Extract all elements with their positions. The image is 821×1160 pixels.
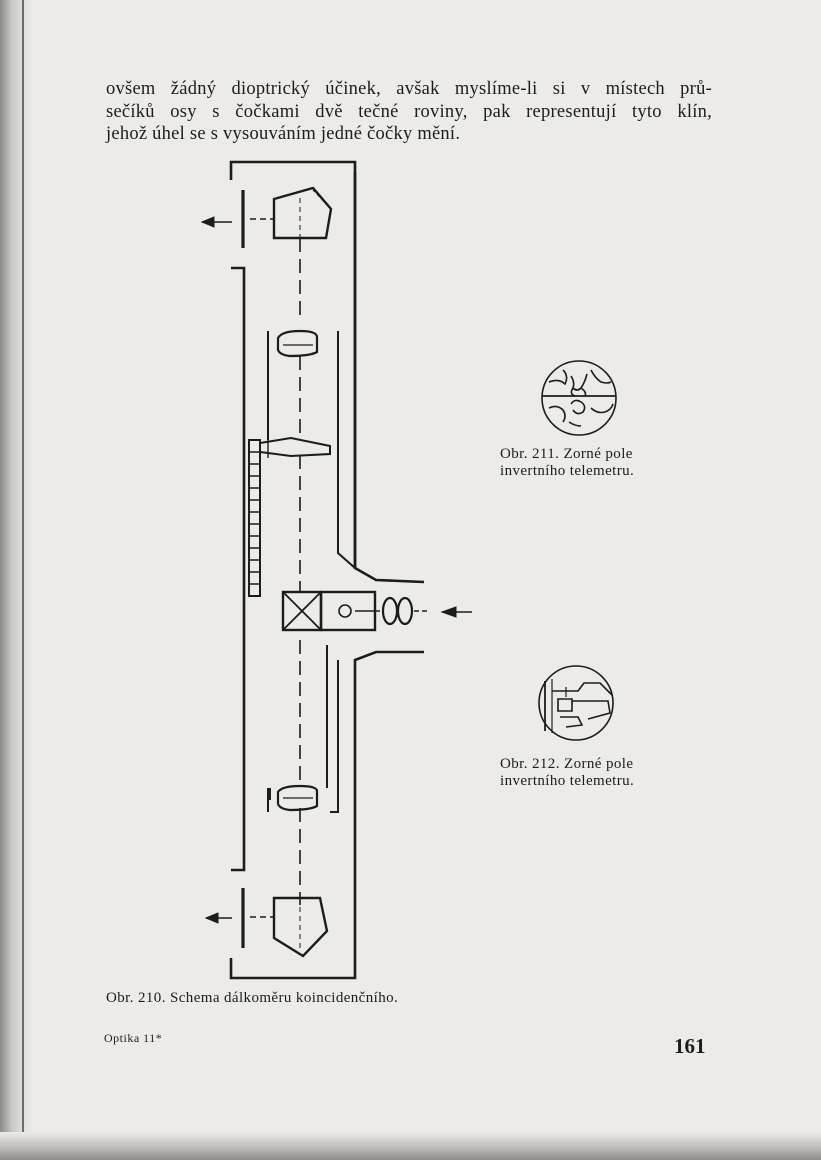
body-text-line-1: ovšem žádný dioptrický účinek, avšak mys… [106, 79, 712, 99]
figure-212-caption-line-2: invertního telemetru. [500, 773, 635, 789]
figure-211-caption: Obr. 211. Zorné pole invertního telemetr… [500, 446, 634, 480]
body-text: ovšem žádný dioptrický účinek, avšak mys… [106, 78, 712, 146]
figure-212-caption: Obr. 212. Zorné pole invertního telemetr… [500, 756, 634, 790]
figure-211-field-of-view [541, 360, 617, 436]
book-gutter [0, 0, 34, 1160]
page-bottom-shadow [0, 1132, 821, 1160]
figure-212-caption-line-1: Obr. 212. Zorné pole [500, 756, 634, 772]
printer-signature: Optika 11* [104, 1031, 163, 1045]
body-text-line-3: jehož úhel se s vysouváním jedné čočky m… [106, 124, 461, 144]
body-text-line-2: sečíků osy s čočkami dvě tečné roviny, p… [106, 101, 712, 122]
figure-211-caption-line-1: Obr. 211. Zorné pole [500, 446, 633, 462]
figure-211-caption-line-2: invertního telemetru. [500, 463, 635, 479]
page-number: 161 [674, 1034, 706, 1058]
figure-212-field-of-view [538, 665, 614, 741]
figure-210-caption: Obr. 210. Schema dálkoměru koincidenčníh… [106, 990, 399, 1006]
gutter-binding-line [22, 0, 24, 1160]
